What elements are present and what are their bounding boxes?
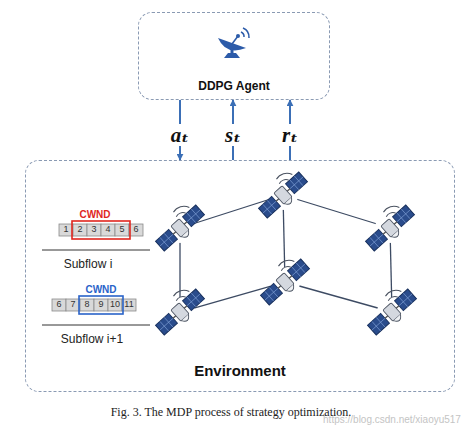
signal-label: rₜ (280, 124, 300, 146)
agent-box: DDPG Agent (138, 12, 330, 100)
signal-label: aₜ (169, 124, 191, 146)
annotation-label: 2 (77, 224, 82, 234)
figure-caption: Fig. 3. The MDP process of strategy opti… (0, 405, 462, 420)
annotation-label: 9 (98, 299, 103, 309)
environment-box: Environment (25, 160, 455, 392)
annotation-label: 5 (119, 224, 124, 234)
annotation-label: 8 (84, 299, 89, 309)
annotation-label: 4 (105, 224, 110, 234)
signal-label: sₜ (223, 124, 243, 146)
annotation-label: Subflow i+1 (61, 333, 123, 347)
annotation-label: 1 (63, 224, 68, 234)
annotation-label: 3 (91, 224, 96, 234)
annotation-label: 10 (110, 299, 120, 309)
annotation-label: 11 (124, 299, 133, 309)
annotation-label: CWND (85, 284, 116, 296)
annotation-label: Subflow i (64, 258, 113, 272)
node-title: DDPG Agent (139, 79, 329, 93)
annotation-label: 6 (56, 299, 61, 309)
annotation-label: CWND (79, 209, 110, 221)
node-title: Environment (26, 362, 454, 379)
annotation-label: 7 (70, 299, 75, 309)
annotation-label: 6 (133, 224, 138, 234)
